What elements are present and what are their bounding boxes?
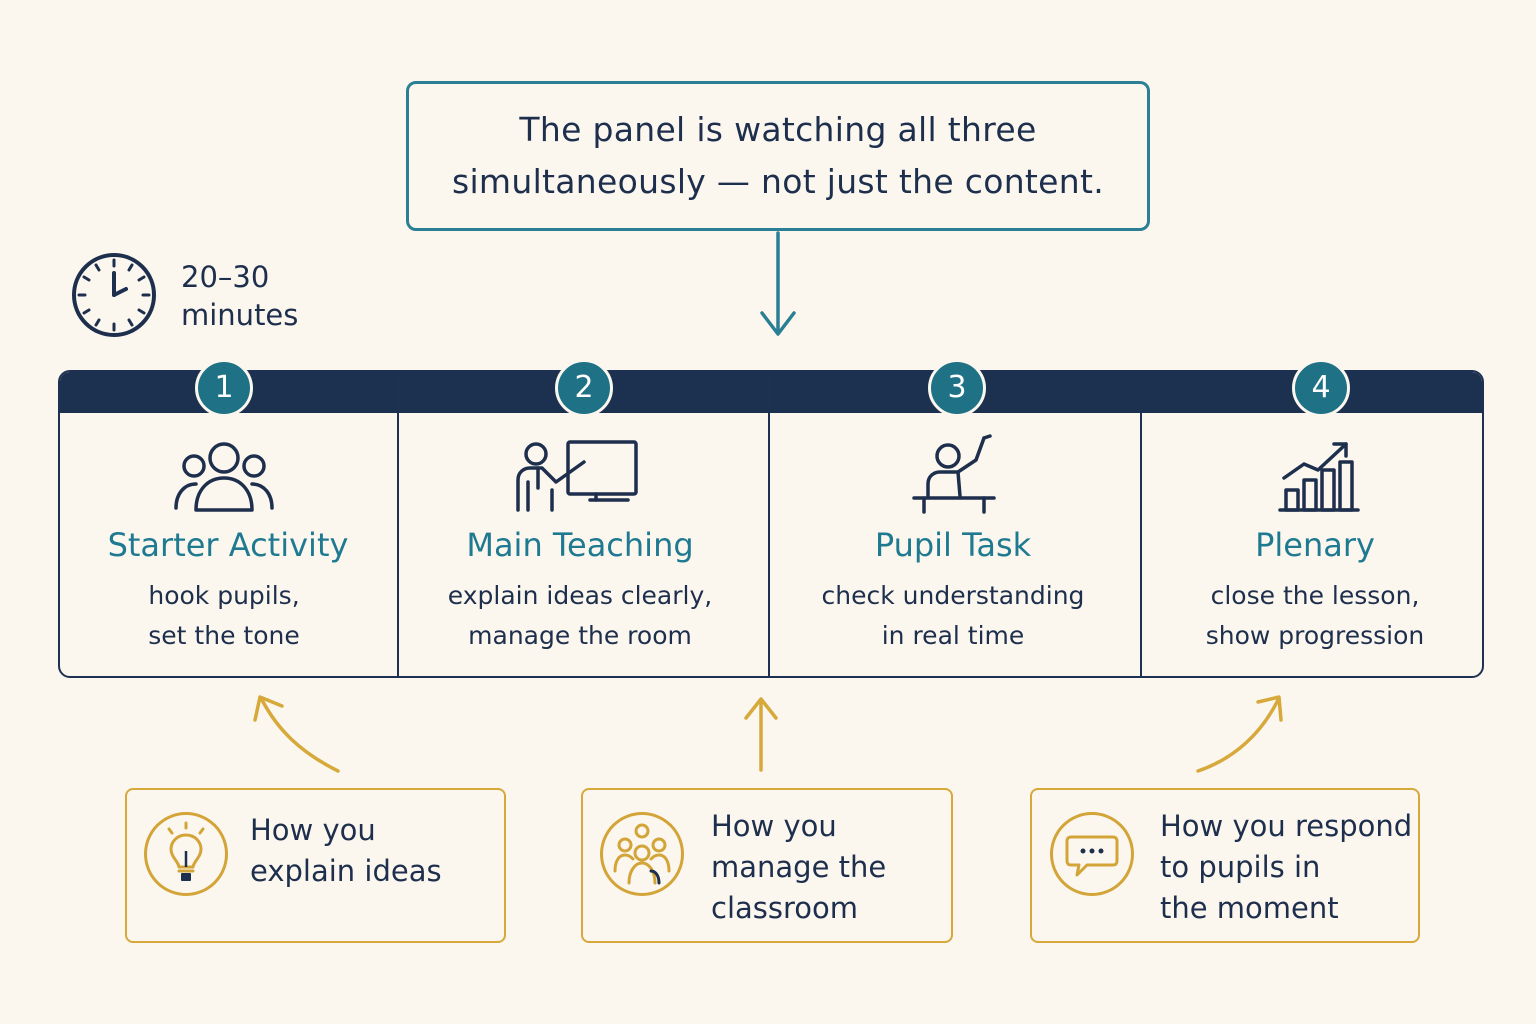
stage-desc-4-line-1: close the lesson, — [1210, 581, 1420, 610]
skill-text-explain: How you explain ideas — [250, 810, 442, 892]
rising-chart-icon — [1278, 442, 1360, 512]
callout-text: The panel is watching all three simultan… — [452, 104, 1104, 208]
lightbulb-icon — [167, 821, 205, 881]
stage-badge-3: 3 — [928, 359, 986, 417]
column-divider — [768, 372, 770, 676]
skill-3-line-2: to pupils in — [1160, 850, 1321, 884]
stage-badge-4: 4 — [1292, 359, 1350, 417]
panel-callout: The panel is watching all three simultan… — [406, 81, 1150, 231]
stage-title-2: Main Teaching — [466, 526, 694, 564]
stage-desc-4: close the lesson, show progression — [1145, 576, 1485, 656]
skill-2-line-3: classroom — [711, 891, 859, 925]
duration-range: 20–30 — [181, 260, 270, 294]
people-icon — [613, 823, 671, 885]
duration-label: 20–30 minutes — [181, 258, 298, 334]
callout-line-2: simultaneously — not just the content. — [451, 162, 1105, 201]
stage-desc-2: explain ideas clearly, manage the room — [410, 576, 750, 656]
skill-arrow-3 — [1196, 695, 1283, 773]
column-divider — [397, 372, 399, 676]
column-divider — [1140, 372, 1142, 676]
stage-desc-3: check understanding in real time — [783, 576, 1123, 656]
teacher-board-icon — [516, 440, 638, 512]
stage-badge-1: 1 — [195, 359, 253, 417]
speech-bubble-icon — [1065, 835, 1119, 877]
callout-line-1: The panel is watching all three — [519, 110, 1037, 149]
stage-desc-2-line-2: manage the room — [468, 621, 692, 650]
group-icon — [174, 442, 274, 512]
stage-badge-2: 2 — [555, 359, 613, 417]
stage-title-3: Pupil Task — [874, 526, 1032, 564]
skill-1-line-1: How you — [250, 813, 376, 847]
skill-3-line-1: How you respond — [1160, 809, 1413, 843]
stage-desc-1-line-1: hook pupils, — [148, 581, 300, 610]
skill-1-line-2: explain ideas — [250, 854, 442, 888]
stage-desc-3-line-2: in real time — [881, 621, 1025, 650]
people-icon-circle — [600, 812, 684, 896]
pupil-hand-raised-icon — [912, 434, 996, 514]
skill-2-line-2: manage the — [711, 850, 887, 884]
table-header-bar — [60, 372, 1482, 413]
stage-title-1: Starter Activity — [107, 526, 349, 564]
stage-desc-4-line-2: show progression — [1205, 621, 1425, 650]
lightbulb-icon-circle — [144, 812, 228, 896]
callout-down-arrow — [760, 231, 796, 336]
skill-arrow-1 — [253, 695, 340, 773]
duration-unit: minutes — [181, 298, 299, 332]
skill-arrow-2 — [744, 697, 778, 772]
stage-title-4: Plenary — [1255, 526, 1375, 564]
clock-icon — [72, 253, 156, 337]
skill-2-line-1: How you — [711, 809, 837, 843]
stage-desc-2-line-1: explain ideas clearly, — [447, 581, 713, 610]
speech-bubble-icon-circle — [1050, 812, 1134, 896]
skill-text-respond: How you respond to pupils in the moment — [1160, 806, 1412, 929]
stage-desc-3-line-1: check understanding — [821, 581, 1085, 610]
stage-desc-1-line-2: set the tone — [148, 621, 300, 650]
skill-text-manage: How you manage the classroom — [711, 806, 886, 929]
stage-desc-1: hook pupils, set the tone — [54, 576, 394, 656]
skill-3-line-3: the moment — [1160, 891, 1339, 925]
lesson-stages-table — [58, 370, 1484, 678]
